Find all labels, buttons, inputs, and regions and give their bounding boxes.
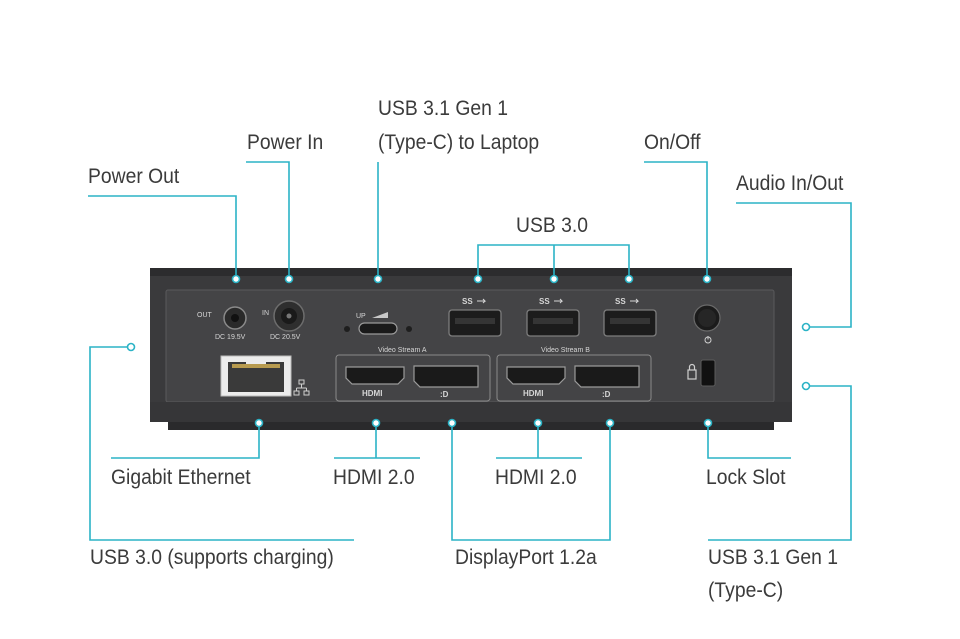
up-label: UP	[356, 313, 366, 320]
usb30-port-1: SS	[448, 297, 502, 337]
device-foot	[168, 422, 774, 430]
label-usbc-laptop-line1: USB 3.1 Gen 1	[378, 97, 508, 120]
out-label: OUT	[197, 312, 213, 319]
dot-usb30-1	[473, 274, 483, 284]
in-label: IN	[262, 310, 269, 317]
network-icon	[293, 379, 310, 396]
dot-usb30-2	[549, 274, 559, 284]
usb30-port-3: SS	[603, 297, 657, 337]
usb-symbol-icon	[477, 298, 487, 304]
callout-hdmi-b	[496, 423, 582, 459]
callout-displayport	[451, 423, 611, 541]
callout-on-off	[644, 161, 708, 279]
dot-usbc-right	[801, 381, 811, 391]
ethernet-port	[220, 355, 310, 397]
callout-lock-slot	[707, 423, 791, 459]
label-gigabit: Gigabit Ethernet	[111, 466, 251, 489]
label-usbc-right-line1: USB 3.1 Gen 1	[708, 546, 838, 569]
dot-lock-slot	[703, 418, 713, 428]
stream-a-label: Video Stream A	[378, 347, 427, 354]
device-bottom-lip	[150, 402, 792, 422]
stream-b-label: Video Stream B	[541, 347, 590, 354]
label-usb30-charging: USB 3.0 (supports charging)	[90, 546, 334, 569]
callout-dots	[126, 274, 811, 428]
displayport-a	[413, 365, 479, 388]
usb-symbol-icon	[554, 298, 564, 304]
dot-displayport-a	[447, 418, 457, 428]
callout-power-in	[246, 161, 290, 279]
label-displayport: DisplayPort 1.2a	[455, 546, 597, 569]
label-hdmi-b: HDMI 2.0	[495, 466, 577, 489]
lock-slot	[687, 359, 716, 387]
dot-usbc-laptop	[373, 274, 383, 284]
usbc-symbol-icon	[372, 312, 388, 318]
callout-usbc-right	[708, 385, 852, 541]
dot-power-out	[231, 274, 241, 284]
usb-symbol-icon	[630, 298, 640, 304]
usbc-upstream-port: UP	[344, 312, 412, 335]
dot-usb30-3	[624, 274, 634, 284]
dot-gigabit	[254, 418, 264, 428]
power-out-jack: OUT DC 19.5V	[197, 306, 247, 341]
label-on-off: On/Off	[644, 131, 701, 154]
dp-logo-icon: :D	[602, 390, 611, 399]
callout-gigabit	[111, 423, 260, 459]
device-top-edge	[150, 268, 792, 276]
dot-audio	[801, 322, 811, 332]
power-button	[693, 304, 721, 344]
hdmi-port-a	[345, 366, 405, 385]
power-in-jack: IN DC 20.5V	[262, 300, 305, 341]
in-rating: DC 20.5V	[270, 334, 301, 341]
dot-hdmi-a	[371, 418, 381, 428]
lock-icon	[687, 363, 697, 380]
callout-lines	[88, 161, 852, 541]
label-power-out: Power Out	[88, 165, 180, 188]
label-usbc-right-line2: (Type-C)	[708, 579, 784, 602]
dot-displayport-b	[605, 418, 615, 428]
dp-logo-icon: :D	[440, 390, 449, 399]
dot-usb30-charging	[126, 342, 136, 352]
callout-hdmi-a	[334, 423, 420, 459]
label-hdmi-a: HDMI 2.0	[333, 466, 415, 489]
video-stream-a-group: Video Stream A HDMI :D	[335, 347, 491, 402]
callout-audio	[736, 202, 852, 328]
label-lock-slot: Lock Slot	[706, 466, 786, 489]
usb30-port-2: SS	[526, 297, 580, 337]
callout-usb30-charging	[89, 346, 354, 541]
callout-usb30	[477, 244, 630, 279]
ss-logo: SS	[539, 297, 550, 306]
ss-logo: SS	[462, 297, 473, 306]
dot-hdmi-b	[533, 418, 543, 428]
hdmi-logo-a: HDMI	[362, 389, 382, 398]
label-power-in: Power In	[247, 131, 324, 154]
label-audio: Audio In/Out	[736, 172, 844, 195]
callout-power-out	[88, 195, 237, 279]
dot-power-in	[284, 274, 294, 284]
label-usbc-laptop-line2: (Type-C) to Laptop	[378, 131, 540, 154]
dot-on-off	[702, 274, 712, 284]
ss-logo: SS	[615, 297, 626, 306]
docking-station: OUT DC 19.5V IN DC 20.5V UP SS	[150, 268, 792, 430]
hdmi-logo-b: HDMI	[523, 389, 543, 398]
video-stream-b-group: Video Stream B HDMI :D	[496, 347, 652, 402]
displayport-b	[574, 365, 640, 388]
hdmi-port-b	[506, 366, 566, 385]
label-usb30-top: USB 3.0	[516, 214, 588, 237]
out-rating: DC 19.5V	[215, 334, 246, 341]
